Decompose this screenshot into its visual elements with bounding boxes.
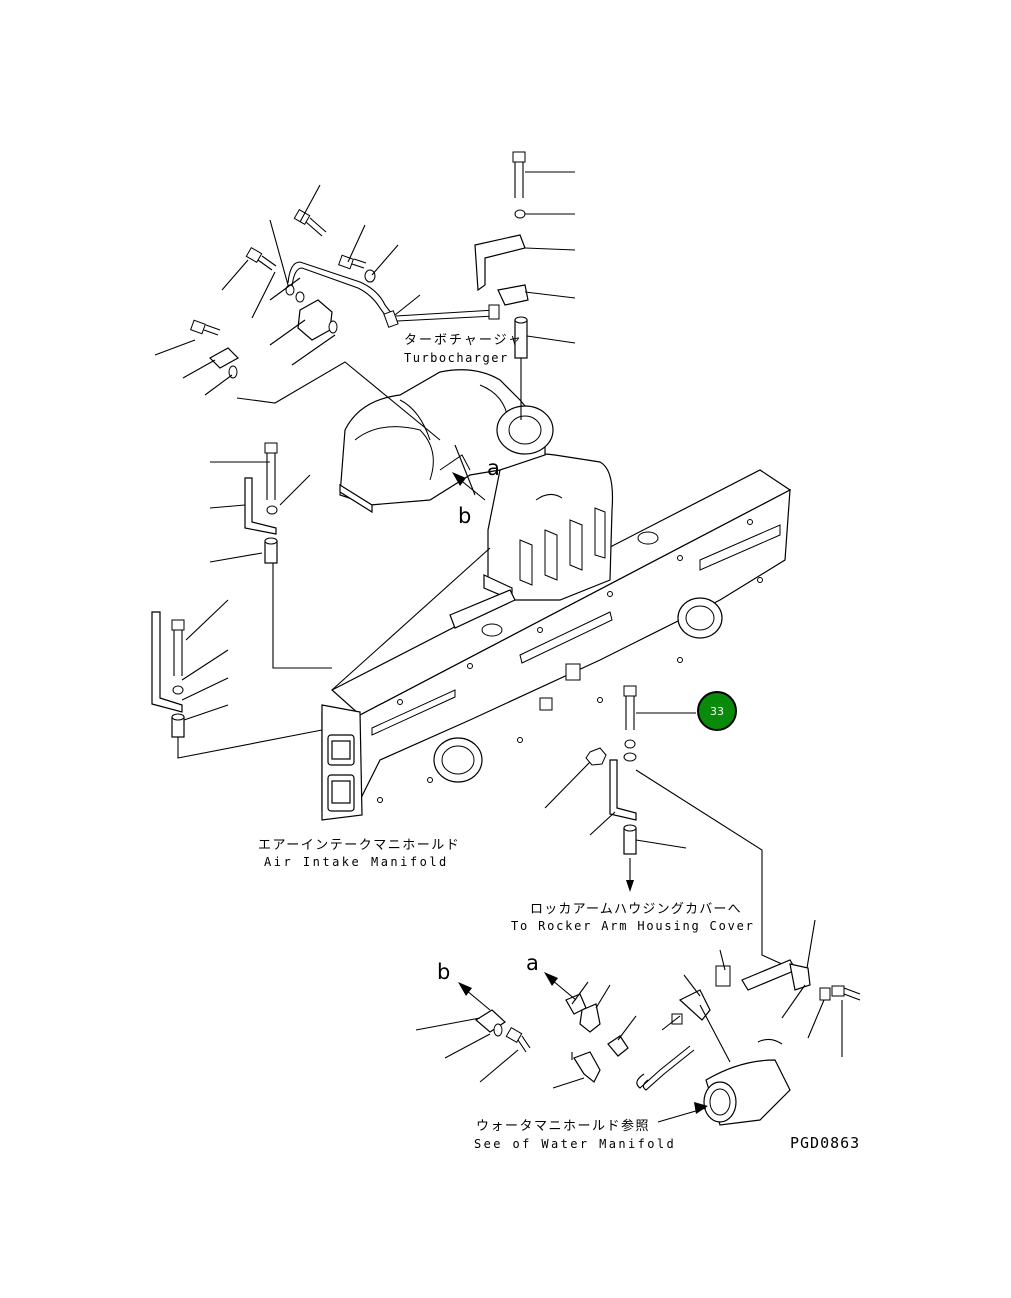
water-pipe-assembly — [474, 959, 861, 1126]
water-label-en: See of Water Manifold — [474, 1137, 676, 1151]
ref-a-top: a — [487, 456, 500, 480]
air-intake-label-en: Air Intake Manifold — [264, 855, 449, 869]
oil-pipe-assembly — [190, 208, 500, 379]
rocker-label-en: To Rocker Arm Housing Cover — [511, 919, 755, 933]
leader-lines — [154, 171, 843, 1089]
callout-33[interactable]: 33 — [697, 691, 737, 731]
ref-b-top: b — [458, 504, 471, 528]
reference-arrows — [452, 444, 708, 1123]
callout-33-number[interactable]: 33 — [710, 705, 724, 718]
turbocharger — [339, 369, 554, 514]
callout-33-bolt-group — [585, 685, 796, 971]
air-intake-label-jp: エアーインテークマニホールド — [258, 838, 460, 853]
support-bracket-assembly — [474, 151, 529, 420]
rocker-label-jp: ロッカアームハウジングカバーへ — [530, 902, 742, 917]
water-label-jp: ウォータマニホールド参照 — [476, 1118, 650, 1134]
turbocharger-label-jp: ターボチャージャ — [404, 333, 523, 348]
drawing-code: PGD0863 — [790, 1134, 860, 1152]
left-bracket-lower — [151, 611, 323, 759]
intake-connector — [449, 453, 614, 629]
turbocharger-label-en: Turbocharger — [404, 351, 509, 365]
ref-b-bottom: b — [437, 960, 450, 984]
left-bracket-upper — [244, 442, 332, 669]
ref-a-bottom: a — [526, 951, 539, 975]
callout-33-circle[interactable] — [697, 691, 737, 731]
